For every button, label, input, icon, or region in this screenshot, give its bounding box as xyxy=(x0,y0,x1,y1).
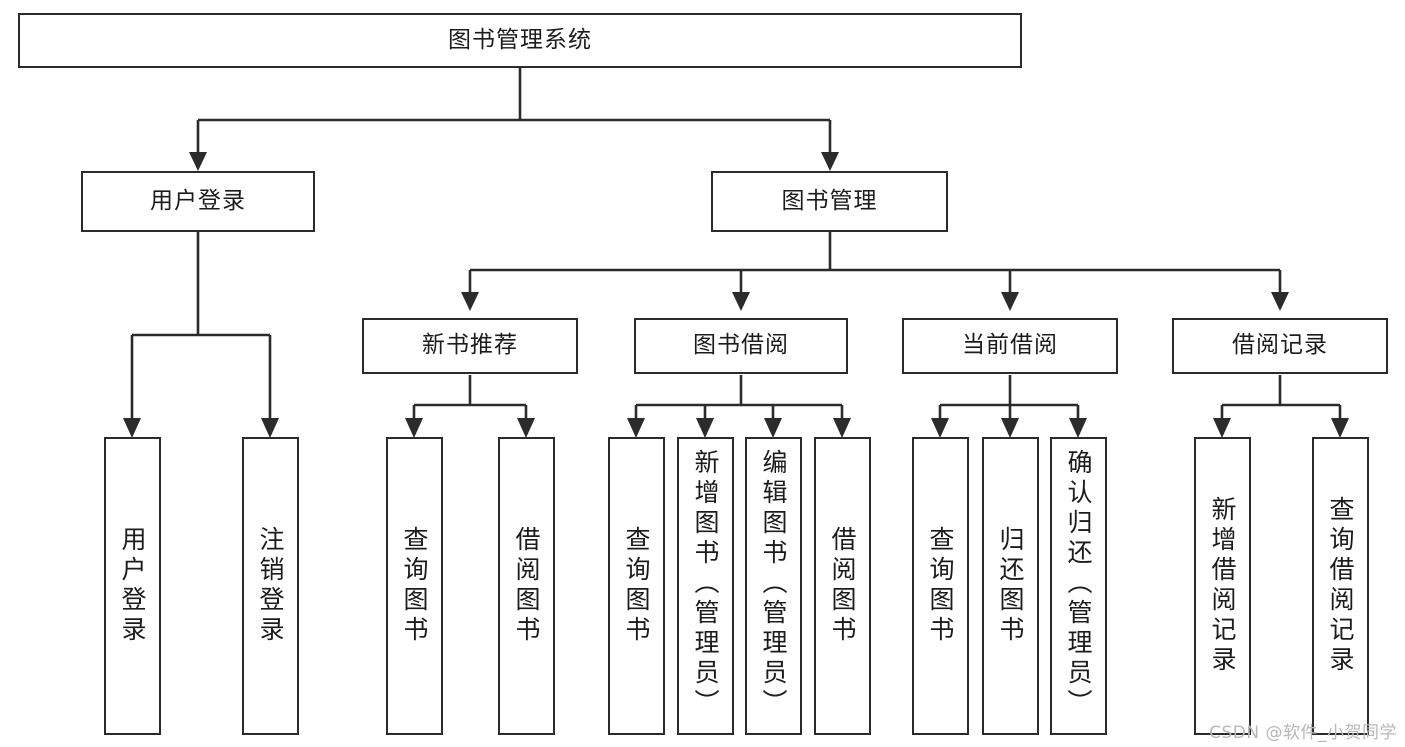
node-label: 查询图书 xyxy=(400,526,429,646)
node-label: 编辑图书（管理员） xyxy=(759,449,788,719)
node-label: 新书推荐 xyxy=(422,332,518,359)
node-label: 查询图书 xyxy=(622,526,651,646)
leaf-query-borrow-record[interactable]: 查询借阅记录 xyxy=(1312,437,1369,735)
node-user-login[interactable]: 用户登录 xyxy=(81,171,315,232)
node-label: 图书借阅 xyxy=(693,332,789,359)
node-label: 查询借阅记录 xyxy=(1326,496,1355,676)
csdn-watermark: CSDN @软件_小贺同学 xyxy=(1209,723,1397,743)
leaf-edit-book-admin[interactable]: 编辑图书（管理员） xyxy=(745,437,802,735)
leaf-user-login[interactable]: 用户登录 xyxy=(104,437,161,735)
node-label: 确认归还（管理员） xyxy=(1064,449,1093,719)
leaf-confirm-return-admin[interactable]: 确认归还（管理员） xyxy=(1050,437,1107,735)
leaf-logout[interactable]: 注销登录 xyxy=(242,437,299,735)
node-current-borrow[interactable]: 当前借阅 xyxy=(902,318,1118,374)
node-label: 注销登录 xyxy=(256,526,285,646)
leaf-return-book[interactable]: 归还图书 xyxy=(982,437,1039,735)
leaf-add-borrow-record[interactable]: 新增借阅记录 xyxy=(1194,437,1251,735)
leaf-borrow-book[interactable]: 借阅图书 xyxy=(814,437,871,735)
node-root-library-system[interactable]: 图书管理系统 xyxy=(18,13,1022,68)
leaf-query-book-borrow[interactable]: 查询图书 xyxy=(608,437,665,735)
node-label: 归还图书 xyxy=(996,526,1025,646)
node-label: 当前借阅 xyxy=(962,332,1058,359)
node-book-management[interactable]: 图书管理 xyxy=(711,171,948,232)
leaf-borrow-book-newbook[interactable]: 借阅图书 xyxy=(498,437,555,735)
node-label: 用户登录 xyxy=(118,526,147,646)
node-borrow-record[interactable]: 借阅记录 xyxy=(1172,318,1388,374)
node-label: 图书管理系统 xyxy=(448,26,592,53)
node-book-borrow[interactable]: 图书借阅 xyxy=(634,318,848,374)
leaf-query-book-newbook[interactable]: 查询图书 xyxy=(386,437,443,735)
node-new-book-recommendation[interactable]: 新书推荐 xyxy=(362,318,578,374)
leaf-add-book-admin[interactable]: 新增图书（管理员） xyxy=(677,437,734,735)
node-label: 借阅记录 xyxy=(1232,332,1328,359)
node-label: 借阅图书 xyxy=(828,526,857,646)
node-label: 图书管理 xyxy=(781,187,878,214)
node-label: 借阅图书 xyxy=(512,526,541,646)
node-label: 用户登录 xyxy=(150,187,246,214)
leaf-query-book-current[interactable]: 查询图书 xyxy=(912,437,969,735)
node-label: 查询图书 xyxy=(926,526,955,646)
node-label: 新增借阅记录 xyxy=(1208,496,1237,676)
node-label: 新增图书（管理员） xyxy=(691,449,720,719)
